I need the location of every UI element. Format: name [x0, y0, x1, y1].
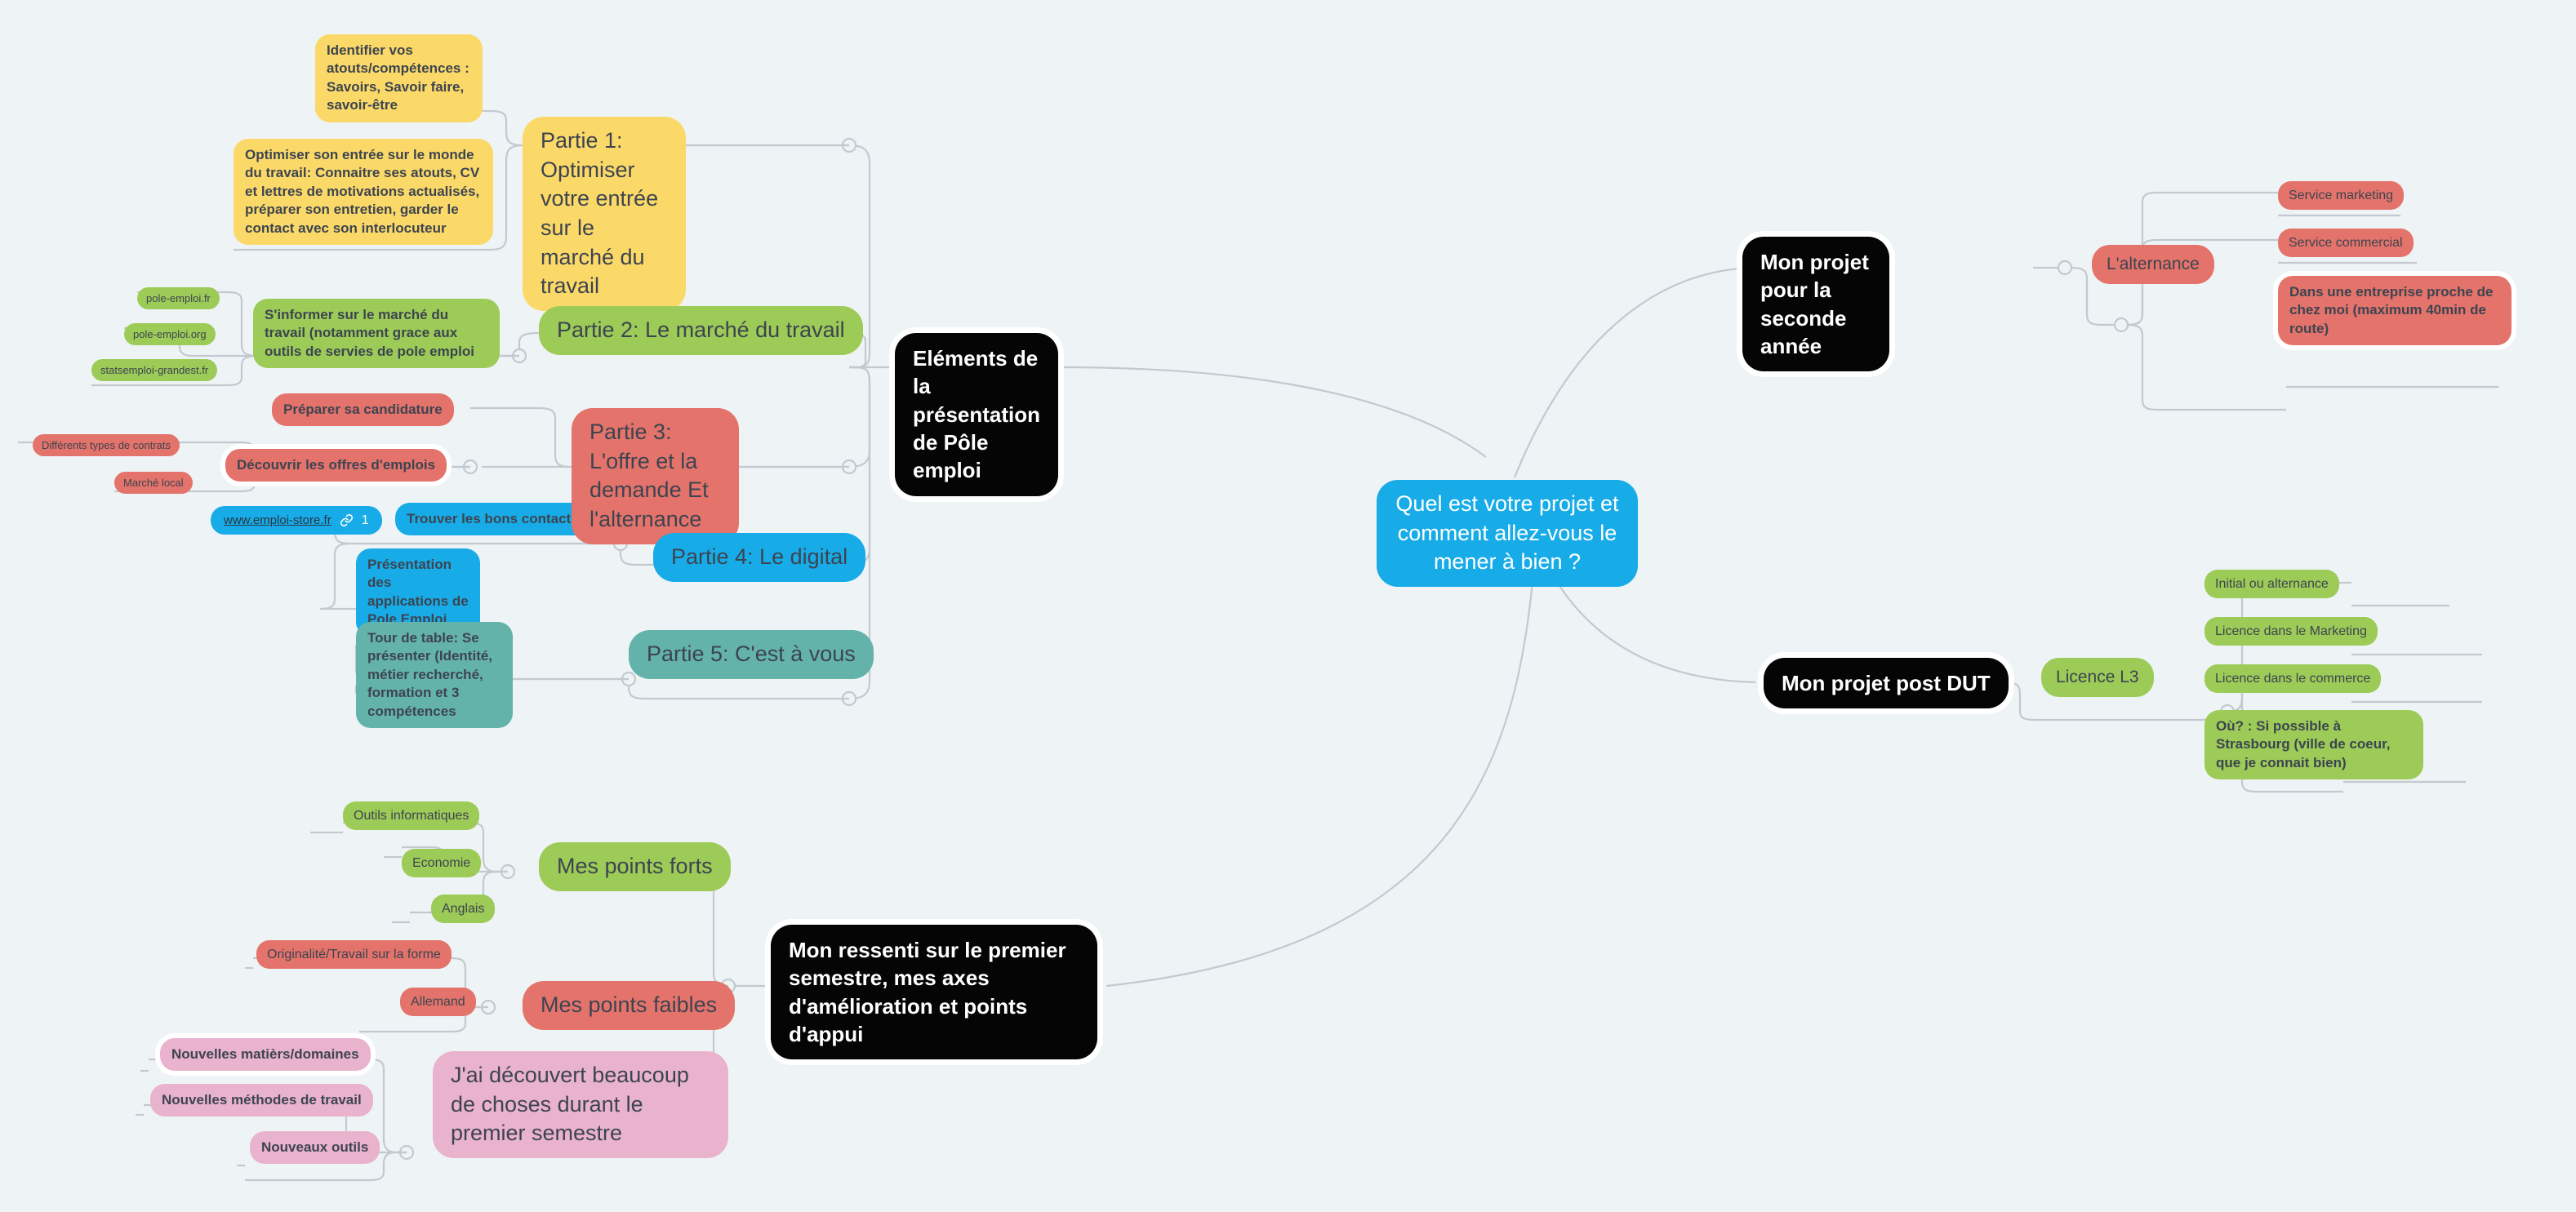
node-nouveaux-outils[interactable]: Nouveaux outils — [250, 1131, 380, 1165]
node-mon-projet-post-dut[interactable]: Mon projet post DUT — [1764, 658, 2009, 709]
node-decouvrir-offres[interactable]: Découvrir les offres d'emplois — [225, 449, 447, 482]
node-licence-l3[interactable]: Licence L3 — [2041, 658, 2154, 697]
node-service-commercial[interactable]: Service commercial — [2278, 229, 2414, 258]
node-trouver-bons-contacts[interactable]: Trouver les bons contacts — [395, 503, 590, 536]
node-allemand[interactable]: Allemand — [400, 988, 476, 1017]
node-ou-strasbourg[interactable]: Où? : Si possible à Strasbourg (ville de… — [2205, 710, 2423, 780]
node-sinformer-marche[interactable]: S'informer sur le marché du travail (not… — [253, 299, 500, 369]
node-partie-5[interactable]: Partie 5: C'est à vous — [629, 630, 874, 679]
node-entreprise-proche[interactable]: Dans une entreprise proche de chez moi (… — [2278, 276, 2511, 346]
emploi-store-url[interactable]: www.emploi-store.fr — [224, 513, 331, 527]
node-nouvelles-methodes[interactable]: Nouvelles méthodes de travail — [150, 1084, 373, 1117]
node-anglais[interactable]: Anglais — [431, 895, 496, 924]
node-originalite-forme[interactable]: Originalité/Travail sur la forme — [256, 940, 452, 970]
node-initial-ou-alternance[interactable]: Initial ou alternance — [2205, 570, 2339, 599]
node-outils-informatiques[interactable]: Outils informatiques — [343, 801, 480, 831]
node-tour-de-table[interactable]: Tour de table: Se présenter (Identité, m… — [356, 622, 513, 729]
node-differents-types-contrats[interactable]: Différents types de contrats — [33, 434, 180, 457]
node-quel-est-votre-projet[interactable]: Quel est votre projet et comment allez-v… — [1377, 480, 1638, 587]
link-icon — [340, 513, 354, 527]
node-licence-commerce[interactable]: Licence dans le commerce — [2205, 664, 2382, 694]
node-partie-1[interactable]: Partie 1: Optimiser votre entrée sur le … — [523, 117, 686, 311]
node-statsemploi-grandest[interactable]: statsemploi-grandest.fr — [91, 359, 218, 382]
node-service-marketing[interactable]: Service marketing — [2278, 181, 2405, 211]
node-nouvelles-matieres[interactable]: Nouvelles matièrs/domaines — [160, 1038, 371, 1072]
node-pole-emploi-fr[interactable]: pole-emploi.fr — [137, 287, 220, 310]
node-licence-marketing[interactable]: Licence dans le Marketing — [2205, 617, 2378, 646]
node-partie-2[interactable]: Partie 2: Le marché du travail — [539, 306, 863, 355]
node-preparer-candidature[interactable]: Préparer sa candidature — [272, 393, 454, 427]
node-identifier-atouts[interactable]: Identifier vos atouts/compétences : Savo… — [315, 34, 483, 122]
node-pole-emploi-org[interactable]: pole-emploi.org — [124, 323, 216, 346]
node-partie-3[interactable]: Partie 3: L'offre et la demande Et l'alt… — [572, 408, 739, 544]
node-optimiser-entree[interactable]: Optimiser son entrée sur le monde du tra… — [234, 139, 493, 246]
node-elements-presentation-pole-emploi[interactable]: Eléments de la présentation de Pôle empl… — [895, 333, 1058, 496]
node-marche-local[interactable]: Marché local — [114, 472, 193, 495]
node-partie-4[interactable]: Partie 4: Le digital — [653, 533, 866, 582]
node-mon-projet-seconde-annee[interactable]: Mon projet pour la seconde année — [1742, 237, 1889, 372]
node-mes-points-forts[interactable]: Mes points forts — [539, 842, 731, 891]
node-mes-points-faibles[interactable]: Mes points faibles — [523, 981, 736, 1030]
node-emploi-store[interactable]: www.emploi-store.fr 1 — [211, 506, 382, 535]
node-alternance[interactable]: L'alternance — [2092, 245, 2214, 284]
node-mon-ressenti[interactable]: Mon ressenti sur le premier semestre, me… — [771, 925, 1097, 1060]
node-decouvert-beaucoup[interactable]: J'ai découvert beaucoup de choses durant… — [433, 1051, 728, 1158]
node-economie[interactable]: Economie — [402, 849, 482, 878]
emploi-store-link-count: 1 — [361, 513, 369, 527]
node-presentation-applications[interactable]: Présentation des applications de Pole Em… — [356, 548, 480, 637]
